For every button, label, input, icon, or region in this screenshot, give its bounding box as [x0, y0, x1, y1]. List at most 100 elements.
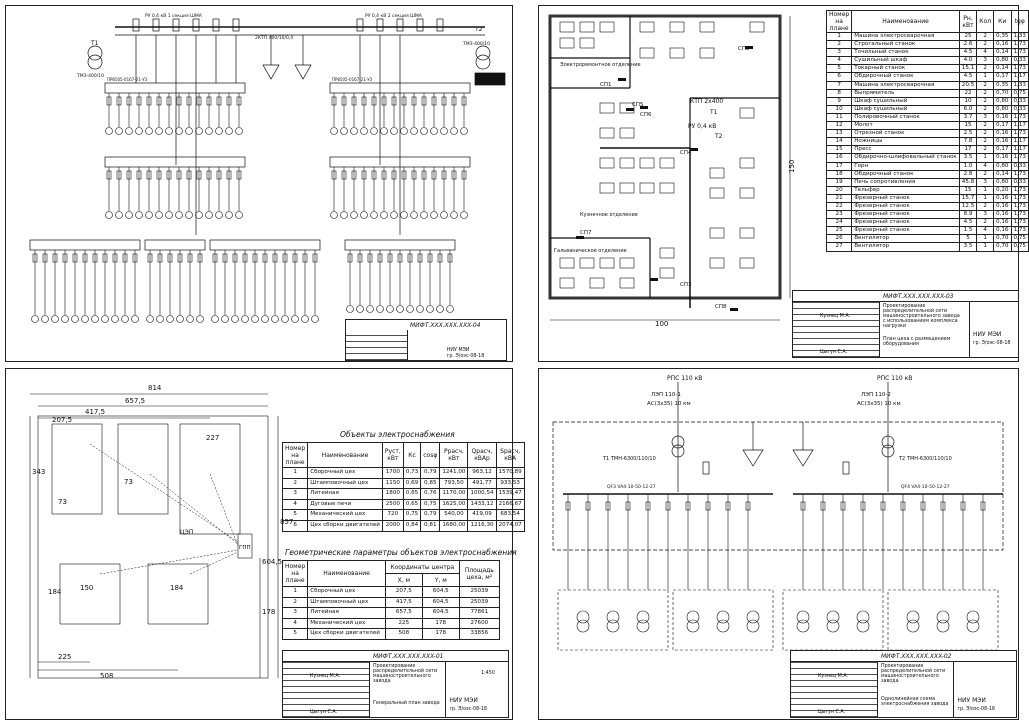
label-sp1: СП1	[600, 82, 611, 88]
stamp-group: гр. Э/оэс-08-18	[957, 707, 995, 712]
table-cell: 1680,00	[439, 519, 469, 532]
stamp-org: НИУ МЭИ	[957, 697, 986, 704]
table-cell: 933,53	[495, 477, 525, 490]
table-cell: 1,17	[1010, 121, 1029, 131]
col-num: Номер на плане	[825, 10, 853, 33]
table-cell: Печь сопротивления	[851, 177, 960, 187]
table-cell: 0,17	[993, 145, 1012, 155]
table-cell: 491,77	[467, 477, 497, 490]
table-cell: 1625,00	[439, 498, 469, 511]
table-cell: 10	[958, 96, 978, 106]
table-cell: 2	[976, 31, 995, 42]
table-cell: 1,17	[1010, 145, 1029, 155]
table-cell: Молот	[851, 121, 960, 131]
table-cell: 0,70	[993, 88, 1012, 98]
table-cell: 720	[381, 509, 404, 521]
table-cell: 2	[825, 40, 853, 50]
table-cell: Сборочный цех	[307, 586, 386, 598]
table-cell: 2	[281, 596, 309, 609]
table-cell: 1.0	[958, 161, 978, 171]
table-cell: 12.5	[958, 201, 978, 212]
table-cell: Шкаф сушильный	[851, 104, 960, 114]
equipment-table: Номер на плане Наименование Pн, кВт Кол …	[825, 10, 1029, 252]
table-cell: 2.6	[958, 40, 978, 50]
col-name: Наименование	[307, 442, 383, 468]
table-cell: Строгальный станок	[851, 40, 960, 50]
stamp-sheet: Генеральный план завода	[373, 701, 440, 706]
col-qrasch: Qрасч, кВАр	[467, 442, 497, 468]
table-cell: 2	[976, 218, 995, 228]
stamp-chk: Цыгун С.А.	[820, 350, 848, 355]
table-cell: Цех сборки двигателей	[307, 628, 386, 640]
table-cell: 0,16	[993, 112, 1012, 123]
table-cell: Литейная	[307, 488, 383, 500]
drawing-code: МИФТ.XXX.XXX.XXX-03	[883, 293, 954, 300]
table-cell: 1	[976, 242, 995, 252]
col-num: Номер на плане	[281, 442, 309, 468]
lep1-label: ЛЭП 110-1	[651, 392, 681, 398]
label-sp6: СП6	[640, 112, 652, 118]
table-cell: 4	[281, 498, 309, 511]
table-cell: 3	[976, 177, 995, 187]
table-cell: 1570,89	[495, 467, 525, 479]
stamp-dev: Кузнец М.А.	[818, 674, 849, 679]
table-cell: 1700	[381, 467, 404, 479]
table-cell: 2	[976, 137, 995, 147]
table-cell: 1	[281, 467, 309, 479]
drawing-code: МИФТ.XXX.XXX.XXX-01	[373, 653, 444, 660]
col-name: Наименование	[851, 10, 960, 33]
rps2-label: РПС 110 кВ	[877, 375, 912, 382]
dim-508: 508	[100, 672, 113, 680]
table-cell: 1	[976, 193, 995, 203]
table-cell: 9	[825, 96, 853, 106]
table-cell: 4	[825, 56, 853, 66]
table-cell: 14	[825, 137, 853, 147]
table-cell: 1216,30	[467, 519, 497, 532]
table-cell: 0,84	[402, 519, 422, 532]
table-cell: Точильный станок	[851, 48, 960, 58]
stamp-dev: Кузнец М.А.	[820, 314, 851, 319]
col-count: Кол	[976, 10, 995, 33]
table-cell: 2000	[381, 519, 404, 532]
table-cell: 0,80	[993, 161, 1012, 171]
qf3-label: QF3 VA4-10-50-12-27	[607, 484, 656, 490]
stamp-group: гр. Э/оэс-08-18	[449, 707, 487, 712]
dim-2075: 207,5	[52, 416, 72, 424]
table-cell: 0,79	[420, 509, 441, 521]
table-cell: 3.7	[958, 112, 978, 123]
table-cell: 0,16	[993, 137, 1012, 147]
dim-4175: 417,5	[85, 408, 105, 416]
table-cell: 4.5	[958, 48, 978, 58]
table-cell: 0,73	[402, 467, 422, 479]
table-cell: 2.5	[958, 129, 978, 139]
table-cell: 963,12	[467, 467, 497, 479]
stamp-group: гр. Э/оэс-08-18	[446, 354, 485, 359]
table-cell: 3	[976, 210, 995, 220]
stamp-title: Проектирование распределительной сети ма…	[883, 304, 960, 329]
table-cell: 77861	[458, 607, 501, 619]
col-y: Y, м	[421, 573, 460, 587]
table-cell: 0,16	[993, 40, 1012, 50]
table-cell: Фрезерный станок	[851, 201, 960, 212]
table-cell: 1.5	[958, 226, 978, 236]
shop-floor-plan: СП1 СП2 СП3 СП4 СП5 СП6 СП7 СП8 КТП 2х40…	[548, 14, 796, 328]
table-cell: 0,20	[993, 185, 1012, 195]
dim-6575: 657,5	[125, 397, 145, 405]
dim-225: 225	[58, 653, 71, 661]
table-cell: 2	[976, 64, 995, 74]
table-cell: 17	[825, 161, 853, 171]
